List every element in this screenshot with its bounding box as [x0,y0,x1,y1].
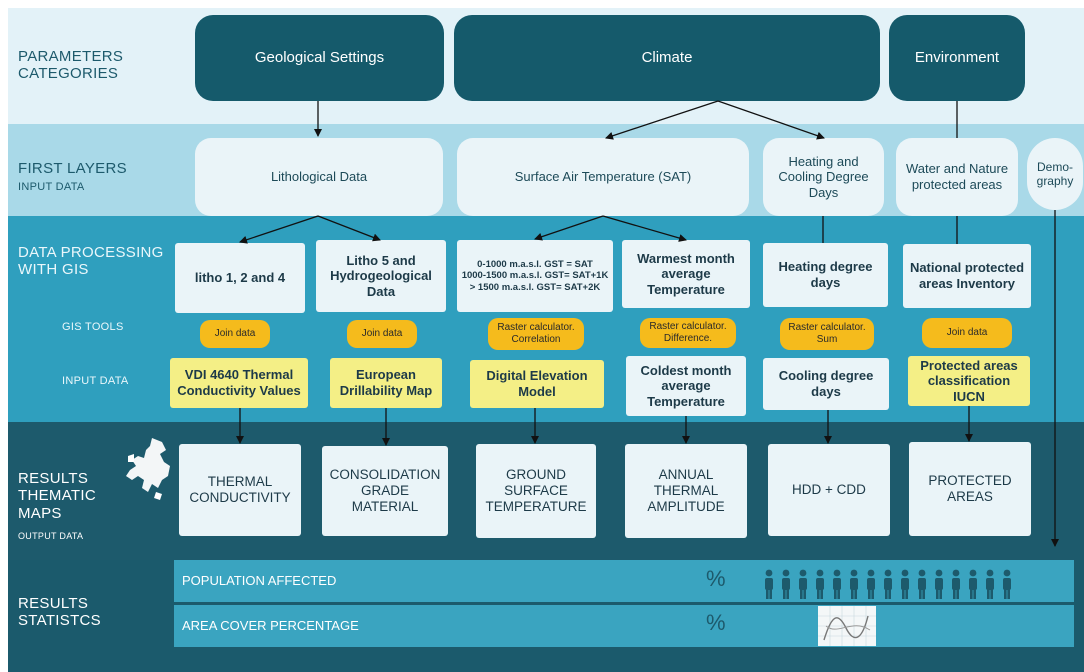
result-consolidation-grade: CONSOLIDATION GRADE MATERIAL [322,446,448,536]
stat-area-percent: % [706,610,726,635]
layer-surface-air-temperature: Surface Air Temperature (SAT) [457,138,749,216]
tool-join-data-1: Join data [200,320,270,348]
processing-litho-124: litho 1, 2 and 4 [175,243,305,313]
label-gis-tools: GIS TOOLS [62,321,124,333]
tool-join-data-3: Join data [922,318,1012,348]
tool-raster-correlation: Raster calculator. Correlation [488,318,584,350]
label-data-processing: DATA PROCESSING WITH GIS [18,244,164,279]
layer-lithological-data: Lithological Data [195,138,443,216]
stat-area-bar: AREA COVER PERCENTAGE [174,605,1074,647]
label-input-data: INPUT DATA [62,375,129,387]
label-parameters-categories: PARAMETERS CATEGORIES [18,48,124,83]
input-digital-elevation-model: Digital Elevation Model [470,360,604,408]
tool-raster-difference: Raster calculator. Difference. [640,318,736,348]
result-thermal-conductivity: THERMAL CONDUCTIVITY [179,444,301,536]
stat-area-label: AREA COVER PERCENTAGE [182,618,359,633]
result-annual-thermal-amplitude: ANNUAL THERMAL AMPLITUDE [625,444,747,538]
input-coldest-month: Coldest month average Temperature [626,356,746,416]
result-ground-surface-temperature: GROUND SURFACE TEMPERATURE [476,444,596,538]
processing-warmest-month: Warmest month average Temperature [622,240,750,308]
processing-gst-formula: 0-1000 m.a.s.l. GST = SAT 1000-1500 m.a.… [457,240,613,312]
category-geological-settings: Geological Settings [195,15,444,101]
category-climate: Climate [454,15,880,101]
label-results-thematic-maps: RESULTS THEMATIC MAPS [18,470,96,522]
input-cooling-degree-days: Cooling degree days [763,358,889,410]
input-protected-areas-iucn: Protected areas classification IUCN [908,356,1030,406]
layer-heating-cooling-degree-days: Heating and Cooling Degree Days [763,138,884,216]
label-results-statistics: RESULTS STATISTCS [18,595,101,630]
stat-population-label: POPULATION AFFECTED [182,573,337,588]
layer-water-nature-protected: Water and Nature protected areas [896,138,1018,216]
label-output-data: OUTPUT DATA [18,531,84,541]
europe-map-icon [126,438,170,500]
result-hdd-cdd: HDD + CDD [768,444,890,536]
tool-raster-sum: Raster calculator. Sum [780,318,874,350]
tool-join-data-2: Join data [347,320,417,348]
people-icon [765,569,1011,599]
layer-demography: Demo-graphy [1027,138,1083,210]
input-vdi-4640: VDI 4640 Thermal Conductivity Values [170,358,308,408]
processing-national-protected-areas: National protected areas Inventory [903,244,1031,308]
category-environment: Environment [889,15,1025,101]
label-first-layers: FIRST LAYERS [18,160,127,177]
stat-population-percent: % [706,566,726,591]
label-first-layers-input: INPUT DATA [18,181,85,193]
input-european-drillability: European Drillability Map [330,358,442,408]
chart-icon [818,606,876,646]
processing-heating-degree-days: Heating degree days [763,243,888,307]
result-protected-areas: PROTECTED AREAS [909,442,1031,536]
processing-litho5-hydrogeological: Litho 5 and Hydrogeological Data [316,240,446,312]
